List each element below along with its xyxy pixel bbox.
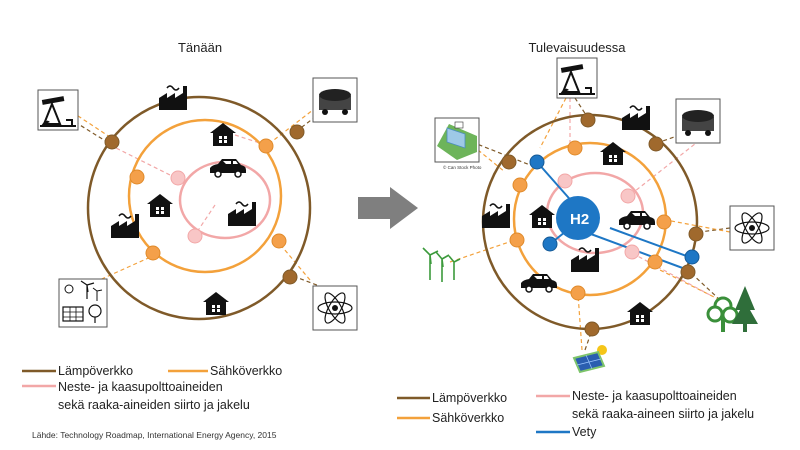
legend-hydrogen: Vety (572, 425, 597, 439)
factory-icon (158, 85, 188, 111)
legend-fuel-line2: sekä raaka-aineen siirto ja jakelu (572, 407, 754, 421)
left-fuel-ring (178, 160, 272, 240)
house-icon (529, 205, 555, 228)
coal-cart-icon (675, 98, 721, 144)
left-node (129, 169, 145, 185)
legend-electric: Sähköverkko (432, 411, 504, 425)
car-icon (618, 210, 656, 230)
house-icon (147, 194, 173, 217)
right-node (512, 177, 528, 193)
left-node (271, 233, 287, 249)
atom-icon (312, 285, 358, 331)
factory-icon (481, 203, 511, 229)
transition-arrow (358, 187, 418, 229)
factory-icon (227, 201, 257, 227)
left-node (187, 228, 203, 244)
house-icon (203, 292, 229, 315)
h2-label: H2 (570, 211, 589, 228)
left-node (145, 245, 161, 261)
source-note: Lähde: Technology Roadmap, International… (32, 430, 277, 440)
factory-icon (621, 105, 651, 131)
right-node (570, 285, 586, 301)
solar-wind-icon (58, 278, 108, 328)
house-icon (210, 123, 236, 146)
wind-turbine-icon (422, 247, 461, 282)
right-node (648, 136, 664, 152)
right-node (580, 112, 596, 128)
oil-pump-icon (556, 57, 598, 99)
hydrogen-hub (556, 196, 600, 240)
legend-fuel-line2: sekä raaka-aineiden siirto ja jakelu (58, 398, 250, 412)
right-node (509, 232, 525, 248)
left-title: Tänään (178, 40, 222, 55)
left-diagram (37, 77, 358, 331)
left-node (170, 170, 186, 186)
coal-cart-icon (312, 77, 358, 123)
right-node (624, 244, 640, 260)
right-node (684, 249, 700, 265)
right-node (501, 154, 517, 170)
oil-pump-icon (37, 89, 79, 131)
right-node (584, 321, 600, 337)
left-legend: Lämpöverkko Sähköverkko Neste- ja kaasup… (22, 364, 282, 412)
right-legend: Lämpöverkko Sähköverkko Neste- ja kaasup… (397, 389, 754, 439)
legend-heat: Lämpöverkko (432, 391, 507, 405)
left-node (104, 134, 120, 150)
right-diagram: H2 © Can Stock Photo (422, 57, 775, 374)
left-node (289, 124, 305, 140)
right-node (542, 236, 558, 252)
factory-icon (110, 213, 140, 239)
right-node (557, 173, 573, 189)
left-node (258, 138, 274, 154)
house-icon (627, 302, 653, 325)
right-node (680, 264, 696, 280)
legend-fuel-line1: Neste- ja kaasupolttoaineiden (58, 380, 223, 394)
legend-electric: Sähköverkko (210, 364, 282, 378)
solar-panel-icon (572, 345, 607, 374)
right-title: Tulevaisuudessa (528, 40, 626, 55)
right-node (620, 188, 636, 204)
left-electric-ring (127, 118, 283, 274)
right-node (529, 154, 545, 170)
right-node (647, 254, 663, 270)
left-node (282, 269, 298, 285)
right-node (567, 140, 583, 156)
right-node (688, 226, 704, 242)
legend-fuel-line1: Neste- ja kaasupolttoaineiden (572, 389, 737, 403)
legend-heat: Lämpöverkko (58, 364, 133, 378)
right-node (656, 214, 672, 230)
hydro-dam-icon: © Can Stock Photo (434, 117, 482, 170)
atom-icon (729, 205, 775, 251)
car-icon (520, 273, 558, 293)
dam-caption: © Can Stock Photo (443, 164, 482, 170)
left-heat-ring (86, 95, 312, 321)
forest-icon (706, 286, 758, 332)
